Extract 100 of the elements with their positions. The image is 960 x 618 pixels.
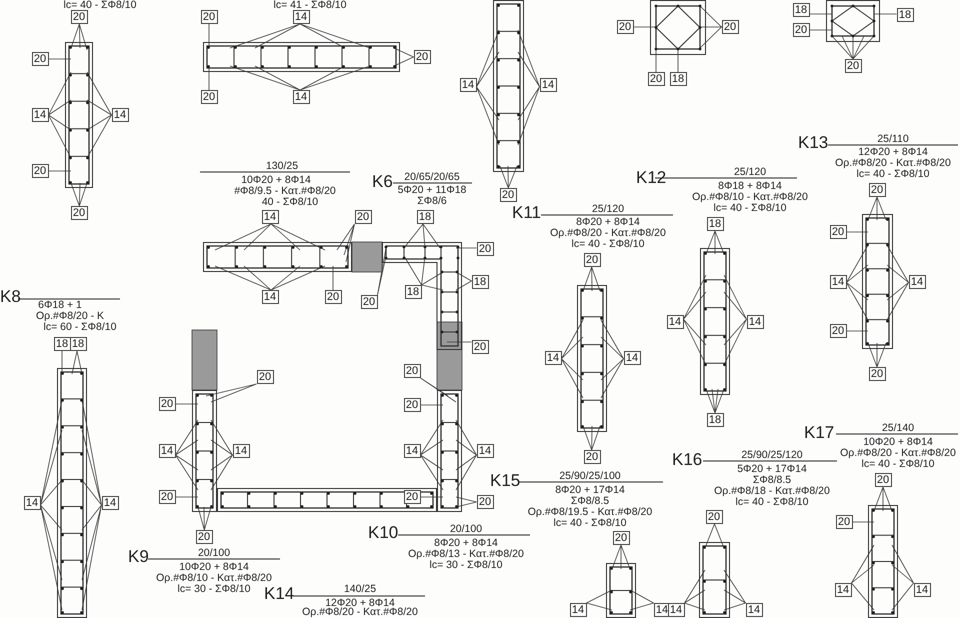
- reinforcement-note: Ορ.#Φ8/19.5 - Κατ.#Φ8/20: [528, 506, 652, 518]
- reinforcement-note: 8Φ20 + 17Φ14: [555, 484, 625, 496]
- column-section-drawing: [203, 42, 400, 72]
- callout-number: 18: [896, 8, 914, 22]
- leader-line: [874, 486, 892, 512]
- leader-line: [377, 248, 386, 296]
- callout-number: 14: [746, 315, 764, 329]
- callout-number: 14: [668, 603, 684, 617]
- column-label: K9: [128, 548, 149, 566]
- leader-line: [420, 404, 444, 406]
- callout-number: 20: [874, 473, 892, 487]
- leader-line: [704, 522, 724, 548]
- leader-line: [394, 48, 414, 66]
- column-section-drawing: [826, 0, 880, 42]
- leader-line: [332, 266, 334, 290]
- callout-number: 20: [648, 72, 664, 86]
- callout-number: 20: [472, 340, 488, 354]
- callout-number: 14: [476, 444, 494, 458]
- reinforcement-note: 10Φ20 + 8Φ14: [179, 562, 249, 572]
- callout-number: 14: [570, 603, 586, 617]
- reinforcement-note: 140/25: [344, 584, 376, 594]
- leader-line: [336, 224, 355, 262]
- column-label: K16: [672, 451, 702, 469]
- leader-line: [206, 384, 257, 402]
- column-label: K13: [798, 134, 828, 152]
- column-section-drawing: [699, 542, 730, 618]
- reinforcement-note: lc= 30 - ΣΦ8/10: [178, 584, 250, 594]
- reinforcement-note: 8Φ20 + 8Φ14: [576, 216, 640, 228]
- column-section-drawing: [57, 368, 87, 618]
- leader-line: [724, 570, 746, 610]
- reinforcement-note: 25/120: [734, 166, 766, 178]
- column-section-drawing: [493, 0, 524, 172]
- callout-number: 20: [836, 515, 852, 529]
- column-label: K14: [264, 585, 294, 603]
- callout-number: 20: [200, 10, 218, 24]
- leader-line: [48, 58, 72, 60]
- leader-line: [500, 166, 518, 188]
- reinforcement-note: 12Φ20 + 8Φ14: [325, 598, 395, 608]
- reinforcement-note: 25/90/25/120: [741, 450, 803, 460]
- column-section-drawing: [65, 42, 93, 188]
- leader-line: [476, 30, 500, 146]
- column-label: K17: [804, 424, 834, 442]
- leader-line: [420, 496, 444, 498]
- callout-number: 20: [476, 495, 494, 509]
- leader-line: [582, 266, 600, 292]
- reinforcement-note: 25/140: [882, 422, 914, 434]
- leader-line: [40, 400, 62, 610]
- leader-line: [630, 590, 655, 610]
- leader-line: [210, 420, 234, 490]
- callout-number: 20: [196, 530, 212, 544]
- reinforcement-note: Ορ.#Φ8/10 - Κατ.#Φ8/20: [692, 192, 808, 202]
- callout-number: 20: [256, 370, 274, 384]
- callout-number: 20: [158, 397, 176, 411]
- callout-number: 20: [830, 225, 846, 239]
- column-section-drawing: [606, 563, 636, 618]
- reinforcement-note: 25/110: [877, 134, 909, 144]
- reinforcement-note: 20/100: [450, 524, 482, 534]
- reinforcement-note: lc= 30 - ΣΦ8/10: [430, 560, 502, 570]
- reinforcement-note: 10Φ20 + 8Φ14: [241, 174, 311, 186]
- callout-number: 14: [540, 78, 556, 92]
- column-section-drawing: [577, 285, 607, 432]
- leader-line: [846, 244, 868, 320]
- callout-number: 20: [404, 398, 420, 412]
- column-section-drawing: [862, 214, 893, 349]
- leader-line: [420, 420, 444, 490]
- callout-number: 14: [24, 496, 40, 510]
- column-label: K6: [372, 173, 393, 191]
- leader-line: [846, 330, 868, 332]
- reinforcement-note: Ορ.#Φ8/20 - Κατ.#Φ8/20: [302, 607, 418, 618]
- leader-line: [208, 66, 210, 90]
- callout-number: 20: [32, 164, 48, 178]
- callout-number: 20: [706, 510, 722, 524]
- leader-line: [868, 196, 886, 220]
- reinforcement-note: Ορ.#Φ8/20 - K: [36, 310, 104, 322]
- reinforcement-note: 8Φ20 + 8Φ14: [434, 538, 498, 548]
- leader-line: [48, 170, 72, 172]
- leader-line: [230, 24, 370, 48]
- leader-line: [70, 24, 88, 50]
- callout-number: 14: [32, 108, 48, 122]
- leader-line: [832, 36, 874, 60]
- reinforcement-note: 130/25: [266, 160, 298, 172]
- callout-number: 20: [722, 20, 738, 34]
- callout-number: 20: [158, 490, 176, 504]
- column-section-drawing: [217, 488, 437, 512]
- callout-number: 18: [792, 3, 810, 17]
- leader-line: [86, 72, 112, 158]
- leader-line: [72, 350, 82, 374]
- reinforcement-note: lc= 41 - ΣΦ8/10: [274, 0, 346, 11]
- callout-number: 20: [868, 183, 886, 197]
- callout-number: 20: [844, 59, 862, 73]
- reinforcement-note: lc= 40 - ΣΦ8/10: [554, 518, 626, 528]
- callout-number: 20: [476, 242, 494, 256]
- callout-number: 14: [262, 290, 278, 304]
- reinforcement-note: Ορ.#Φ8/13 - Κατ.#Φ8/20: [408, 548, 524, 560]
- callout-number: 14: [908, 275, 926, 289]
- column-section-drawing: [700, 248, 730, 395]
- column-label: K15: [490, 472, 520, 490]
- callout-number: 18: [670, 72, 686, 86]
- column-section-drawing: [192, 390, 217, 512]
- reinforcement-note: #Φ8/9.5 - Κατ.#Φ8/20: [234, 186, 336, 196]
